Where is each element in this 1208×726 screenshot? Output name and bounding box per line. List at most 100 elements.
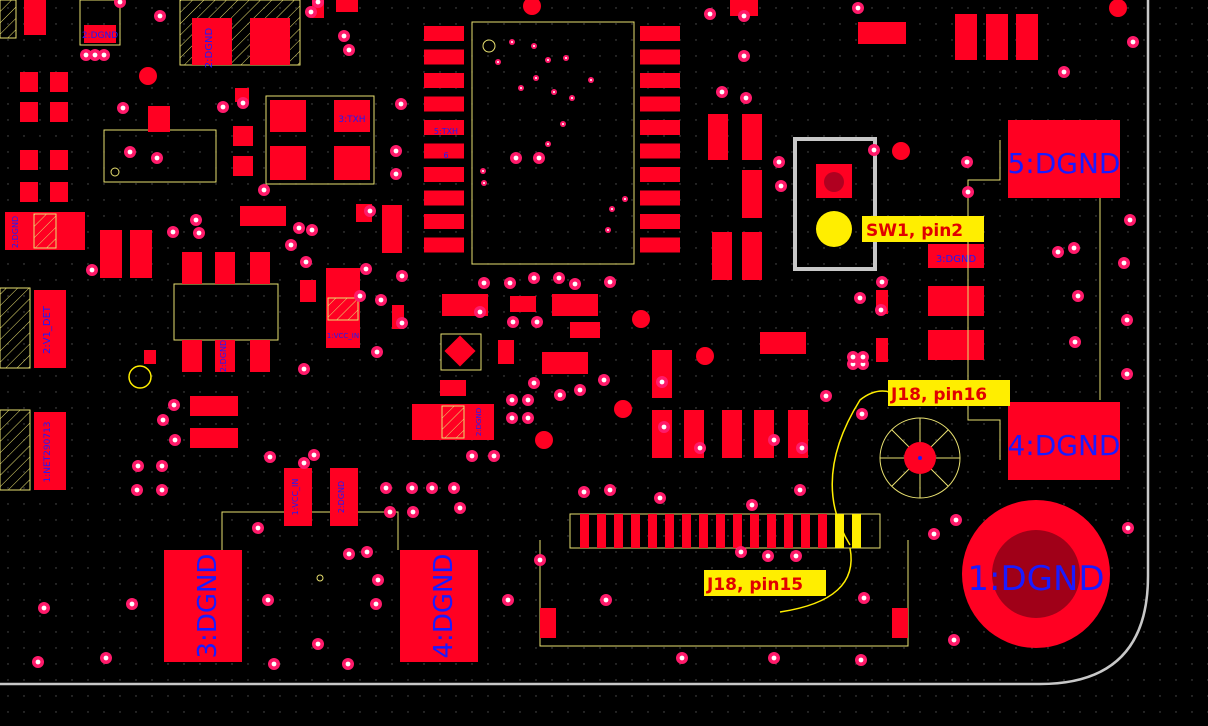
via-hole — [346, 551, 352, 557]
mcu-pin-right — [640, 96, 680, 112]
via-hole — [117, 0, 123, 5]
usb-pad4[interactable] — [400, 550, 478, 662]
via-hole — [531, 380, 537, 386]
via-hole — [92, 52, 98, 58]
mcu-pin-left — [424, 96, 464, 112]
j18-pad4-label: 4:DGND — [1007, 429, 1120, 462]
via-hole — [383, 485, 389, 491]
sw1-pin2-highlight[interactable] — [816, 211, 852, 247]
fpc-pin[interactable] — [818, 514, 827, 548]
via-hole — [311, 452, 317, 458]
mcu: 5:TXH 6 — [424, 21, 680, 265]
via-hole — [157, 13, 163, 19]
label-u-pin5: 5:TXH — [434, 127, 458, 136]
via-small-hole — [520, 87, 522, 89]
via-hole — [309, 227, 315, 233]
bottom-left-connector[interactable]: 3:DGND 4:DGND 1:VCC_IN 2:DGND — [164, 468, 478, 662]
fpc-pin[interactable] — [750, 514, 759, 548]
label-vcc-in: 1:VCC_IN — [327, 332, 359, 340]
via-hole — [373, 601, 379, 607]
fpc-pin[interactable] — [614, 514, 623, 548]
test-point — [892, 142, 910, 160]
fpc-pin[interactable] — [699, 514, 708, 548]
sw1-component[interactable]: 3:DGND — [793, 137, 984, 360]
via-hole — [35, 659, 41, 665]
fpc-pin[interactable] — [801, 514, 810, 548]
mcu-pin-left — [424, 214, 464, 229]
fpc-pin[interactable] — [665, 514, 674, 548]
fpc-pin[interactable] — [648, 514, 657, 548]
j18-pad5[interactable] — [1008, 120, 1120, 198]
via-hole — [378, 297, 384, 303]
via-hole — [697, 445, 703, 451]
via-hole — [301, 460, 307, 466]
test-point — [1109, 0, 1127, 17]
mounting-hole[interactable]: 1:DGND — [962, 500, 1110, 648]
via-hole — [120, 105, 126, 111]
via-hole — [534, 319, 540, 325]
via-hole — [601, 377, 607, 383]
fpc-pin[interactable] — [767, 514, 776, 548]
fpc-pin[interactable] — [631, 514, 640, 548]
via-small-hole — [547, 143, 549, 145]
fpc-pin[interactable] — [682, 514, 691, 548]
via-small-hole — [624, 198, 626, 200]
via-hole — [315, 0, 321, 5]
label-dgnd-b: 2:DGND — [204, 28, 215, 69]
via-hole — [679, 655, 685, 661]
via-hole — [451, 485, 457, 491]
via-hole — [1124, 371, 1130, 377]
via-hole — [129, 601, 135, 607]
fpc-pin[interactable] — [580, 514, 589, 548]
via-hole — [303, 259, 309, 265]
via-hole — [859, 411, 865, 417]
fpc-pin[interactable] — [784, 514, 793, 548]
fpc-connector[interactable] — [539, 513, 909, 647]
sw1-pad3-label: 3:DGND — [936, 254, 977, 265]
j18-pad5-label: 5:DGND — [1007, 147, 1120, 180]
via-small-hole — [482, 170, 484, 172]
via-hole — [345, 661, 351, 667]
via-hole — [315, 641, 321, 647]
fpc-pin[interactable] — [733, 514, 742, 548]
test-point — [632, 310, 650, 328]
fpc-pin[interactable] — [597, 514, 606, 548]
fpc-pin[interactable] — [716, 514, 725, 548]
via-hole — [363, 266, 369, 272]
via-hole — [858, 657, 864, 663]
via-hole — [965, 189, 971, 195]
via-hole — [89, 267, 95, 273]
via-small-hole — [511, 41, 513, 43]
via-hole — [951, 637, 957, 643]
via-hole — [429, 485, 435, 491]
via-hole — [296, 225, 302, 231]
via-hole — [357, 293, 363, 299]
callout-j18-16: J18, pin16 — [888, 380, 1010, 406]
via-hole — [393, 148, 399, 154]
label-vcc-in-2: 1:VCC_IN — [291, 479, 300, 516]
left-components: 2:DGND 2:DGND 2:DGND 2:V1_DET 1:NET29071… — [0, 0, 404, 491]
via-hole — [719, 89, 725, 95]
via-hole — [288, 242, 294, 248]
label-dgnd-f: 2:DGND — [337, 481, 346, 513]
via-hole — [509, 397, 515, 403]
callout-sw1-text: SW1, pin2 — [866, 221, 963, 241]
via-small-hole — [535, 77, 537, 79]
fpc-pin-highlight[interactable] — [835, 514, 844, 548]
via-hole — [741, 13, 747, 19]
via-hole — [741, 53, 747, 59]
via-hole — [556, 275, 562, 281]
via-hole — [797, 487, 803, 493]
j18-connector[interactable]: 5:DGND 4:DGND — [879, 120, 1121, 499]
fpc-pin-highlight[interactable] — [852, 514, 861, 548]
via-hole — [878, 307, 884, 313]
usb-pad3[interactable] — [164, 550, 242, 662]
via-hole — [657, 495, 663, 501]
via-small-hole — [497, 61, 499, 63]
usb-pad3-label: 3:DGND — [193, 554, 223, 659]
j18-pad4[interactable] — [1008, 402, 1120, 480]
via-hole — [743, 95, 749, 101]
via-small-hole — [533, 45, 535, 47]
